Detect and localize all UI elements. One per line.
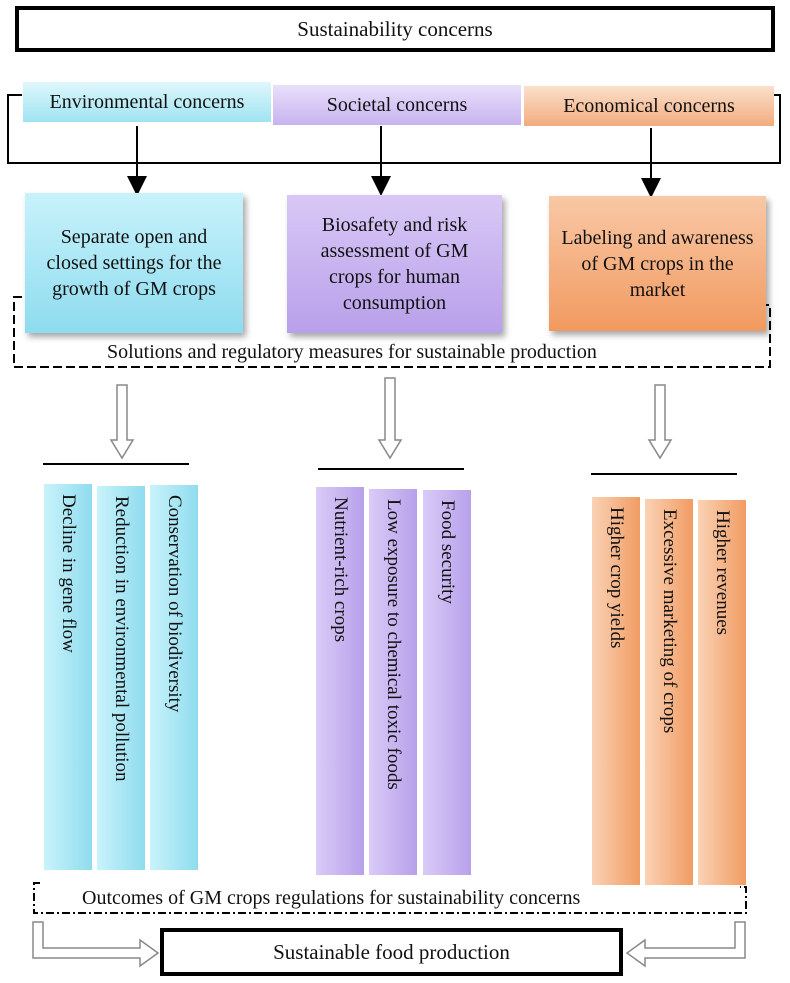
outcome-divider-eco	[591, 473, 737, 475]
solutions-label: Solutions and regulatory measures for su…	[107, 341, 597, 363]
outcome-bar: Excessive marketing of crops	[645, 499, 693, 885]
outcome-text: Higher crop yields	[606, 507, 627, 649]
outcome-bar: Higher revenues	[698, 500, 746, 885]
hollow-arrow-env	[109, 384, 135, 460]
hollow-arrow-soc	[377, 377, 403, 460]
outcome-bar: Nutrient-rich crops	[316, 487, 364, 875]
solutions-bracket	[13, 296, 771, 368]
outcome-bar: Low exposure to chemical toxic foods	[369, 489, 417, 875]
outcome-text: Reduction in environmental pollution	[111, 496, 132, 782]
outcome-text: Food security	[437, 500, 458, 604]
outcome-text: Excessive marketing of crops	[659, 509, 680, 734]
hollow-arrow-right	[625, 921, 746, 968]
outcome-bar: Decline in gene flow	[44, 484, 92, 870]
solution-economical: Labeling and awareness of GM crops in th…	[549, 196, 766, 331]
outcomes-label: Outcomes of GM crops regulations for sus…	[82, 887, 581, 909]
outcome-divider-env	[43, 463, 189, 465]
outcome-text: Higher revenues	[712, 510, 733, 636]
final-box: Sustainable food production	[160, 928, 623, 976]
outcome-text: Low exposure to chemical toxic foods	[383, 499, 404, 790]
environmental-concerns-box: Environmental concerns	[23, 82, 271, 122]
societal-concerns-box: Societal concerns	[273, 85, 521, 125]
outcome-text: Decline in gene flow	[58, 494, 79, 653]
hollow-arrow-left	[32, 921, 160, 968]
solution-environmental: Separate open and closed settings for th…	[25, 193, 243, 333]
solution-societal: Biosafety and risk assessment of GM crop…	[287, 195, 502, 333]
title-box: Sustainability concerns	[15, 6, 775, 52]
outcome-bar: Food security	[423, 490, 471, 875]
outcome-bar: Conservation of biodiversity	[150, 485, 198, 870]
outcome-text: Conservation of biodiversity	[164, 495, 185, 713]
economical-concerns-box: Economical concerns	[524, 86, 774, 126]
outcomes-bracket	[33, 882, 747, 914]
outcome-divider-soc	[318, 468, 464, 470]
outcome-text: Nutrient-rich crops	[330, 497, 351, 643]
outcome-bar: Reduction in environmental pollution	[97, 486, 145, 870]
hollow-arrow-eco	[647, 384, 673, 460]
outcome-bar: Higher crop yields	[592, 497, 640, 885]
